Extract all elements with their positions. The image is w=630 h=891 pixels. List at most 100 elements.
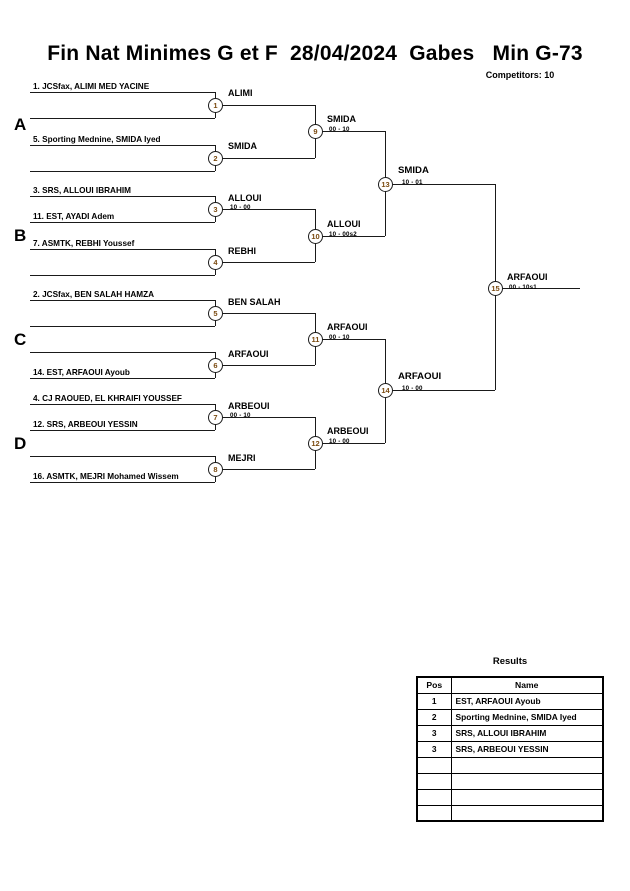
table-row: 2 Sporting Mednine, SMIDA Iyed xyxy=(416,708,604,726)
seed-name: 2. JCSfax, BEN SALAH HAMZA xyxy=(33,290,155,299)
match-node-2[interactable]: 2 xyxy=(208,151,223,166)
seed-line xyxy=(30,196,215,197)
match-score-12: 10 - 00 xyxy=(329,438,350,445)
table-row xyxy=(416,772,604,790)
result-name xyxy=(450,756,604,774)
page-title: Fin Nat Minimes G et F 28/04/2024 Gabes … xyxy=(47,42,583,65)
advance-line xyxy=(322,131,385,132)
results-table: Pos Name 1 EST, ARFAOUI Ayoub 2 Sporting… xyxy=(416,676,604,822)
seed-name: 12. SRS, ARBEOUI YESSIN xyxy=(33,420,138,429)
match-winner-7: ARBEOUI xyxy=(228,401,270,411)
match-winner-3: ALLOUI xyxy=(228,193,262,203)
competitors-count: Competitors: 10 xyxy=(485,70,555,80)
table-header-row: Pos Name xyxy=(416,676,604,694)
table-row: 1 EST, ARFAOUI Ayoub xyxy=(416,692,604,710)
match-winner-6: ARFAOUI xyxy=(228,349,269,359)
seed-line xyxy=(30,275,215,276)
column-header-name: Name xyxy=(450,676,604,694)
match-node-4[interactable]: 4 xyxy=(208,255,223,270)
match-winner-5: BEN SALAH xyxy=(228,297,281,307)
advance-line xyxy=(222,209,315,210)
table-row: 3 SRS, ALLOUI IBRAHIM xyxy=(416,724,604,742)
advance-line xyxy=(222,417,315,418)
column-header-pos: Pos xyxy=(416,676,452,694)
match-score-7: 00 - 10 xyxy=(230,412,251,419)
seed-name: 5. Sporting Mednine, SMIDA Iyed xyxy=(33,135,161,144)
seed-line xyxy=(30,378,215,379)
advance-line xyxy=(392,390,495,391)
result-name xyxy=(450,804,604,822)
match-node-15[interactable]: 15 xyxy=(488,281,503,296)
result-pos xyxy=(416,772,452,790)
result-pos: 1 xyxy=(416,692,452,710)
advance-line xyxy=(222,105,315,106)
match-score-3: 10 - 00 xyxy=(230,204,251,211)
results-title: Results xyxy=(492,656,528,667)
match-winner-2: SMIDA xyxy=(228,141,257,151)
advance-line xyxy=(322,339,385,340)
match-winner-10: ALLOUI xyxy=(327,219,361,229)
match-score-9: 00 - 10 xyxy=(329,126,350,133)
seed-line xyxy=(30,171,215,172)
seed-line xyxy=(30,326,215,327)
match-score-10: 10 - 00s2 xyxy=(329,231,357,238)
seed-line xyxy=(30,249,215,250)
seed-name: 4. CJ RAOUED, EL KHRAIFI YOUSSEF xyxy=(33,394,182,403)
match-winner-13: SMIDA xyxy=(398,165,429,176)
result-name: Sporting Mednine, SMIDA Iyed xyxy=(450,708,604,726)
match-node-5[interactable]: 5 xyxy=(208,306,223,321)
table-row xyxy=(416,756,604,774)
advance-line xyxy=(222,365,315,366)
match-winner-8: MEJRI xyxy=(228,453,256,463)
match-winner-12: ARBEOUI xyxy=(327,426,369,436)
result-pos: 3 xyxy=(416,740,452,758)
table-row xyxy=(416,788,604,806)
match-winner-14: ARFAOUI xyxy=(398,371,442,382)
match-node-6[interactable]: 6 xyxy=(208,358,223,373)
match-node-1[interactable]: 1 xyxy=(208,98,223,113)
champion-line xyxy=(502,288,580,289)
advance-line xyxy=(222,469,315,470)
seed-line xyxy=(30,430,215,431)
match-node-8[interactable]: 8 xyxy=(208,462,223,477)
match-node-13[interactable]: 13 xyxy=(378,177,393,192)
match-node-3[interactable]: 3 xyxy=(208,202,223,217)
match-winner-1: ALIMI xyxy=(228,88,253,98)
match-node-11[interactable]: 11 xyxy=(308,332,323,347)
match-score-11: 00 - 10 xyxy=(329,334,350,341)
seed-line xyxy=(30,352,215,353)
match-node-9[interactable]: 9 xyxy=(308,124,323,139)
group-label-a: A xyxy=(14,115,27,134)
result-name: EST, ARFAOUI Ayoub xyxy=(450,692,604,710)
match-node-14[interactable]: 14 xyxy=(378,383,393,398)
result-pos xyxy=(416,788,452,806)
result-name xyxy=(450,772,604,790)
seed-line xyxy=(30,118,215,119)
match-node-7[interactable]: 7 xyxy=(208,410,223,425)
match-score-14: 10 - 00 xyxy=(402,385,423,392)
seed-line xyxy=(30,300,215,301)
seed-line xyxy=(30,404,215,405)
match-score-13: 10 - 01 xyxy=(402,179,423,186)
advance-line xyxy=(222,158,315,159)
match-winner-9: SMIDA xyxy=(327,114,356,124)
advance-line xyxy=(222,262,315,263)
match-node-12[interactable]: 12 xyxy=(308,436,323,451)
seed-name: 3. SRS, ALLOUI IBRAHIM xyxy=(33,186,131,195)
advance-line xyxy=(392,184,495,185)
seed-name: 14. EST, ARFAOUI Ayoub xyxy=(33,368,130,377)
table-row xyxy=(416,804,604,822)
result-pos: 3 xyxy=(416,724,452,742)
seed-name: 11. EST, AYADI Adem xyxy=(33,212,115,221)
result-pos xyxy=(416,804,452,822)
seed-name: 1. JCSfax, ALIMI MED YACINE xyxy=(33,82,150,91)
result-pos xyxy=(416,756,452,774)
group-label-c: C xyxy=(14,330,27,349)
seed-name: 7. ASMTK, REBHI Youssef xyxy=(33,239,135,248)
match-node-10[interactable]: 10 xyxy=(308,229,323,244)
table-row: 3 SRS, ARBEOUI YESSIN xyxy=(416,740,604,758)
result-name xyxy=(450,788,604,806)
seed-line xyxy=(30,145,215,146)
group-label-b: B xyxy=(14,226,27,245)
match-winner-15: ARFAOUI xyxy=(507,272,548,282)
